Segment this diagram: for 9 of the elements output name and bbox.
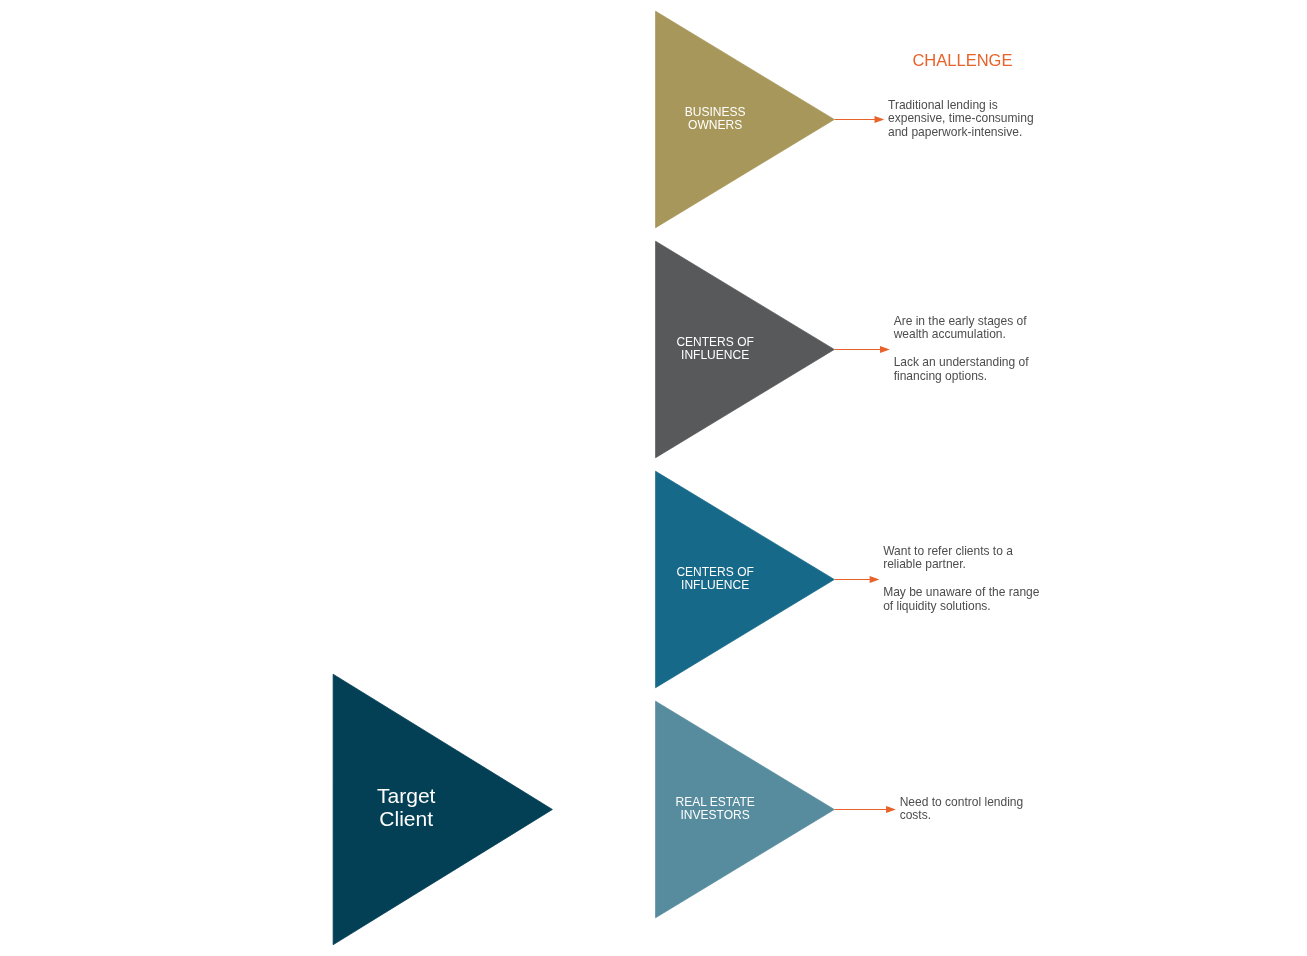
node-text: Traditional lending is expensive, time-consuming and paperwork-intensive. <box>888 97 1034 139</box>
node-text: Need to control lending costs. <box>899 794 1024 823</box>
node-text: Want to refer clients to a reliable partner. May be unaware of the range of liquidity solutions. <box>883 543 1040 613</box>
label: CHALLENGE <box>912 50 1013 70</box>
arrow <box>833 806 896 813</box>
arrow <box>833 576 880 583</box>
node-text: Are in the early stages of wealth accumulation. Lack an understanding of financing options. <box>893 313 1029 383</box>
arrow <box>833 346 890 353</box>
arrow <box>833 116 885 123</box>
